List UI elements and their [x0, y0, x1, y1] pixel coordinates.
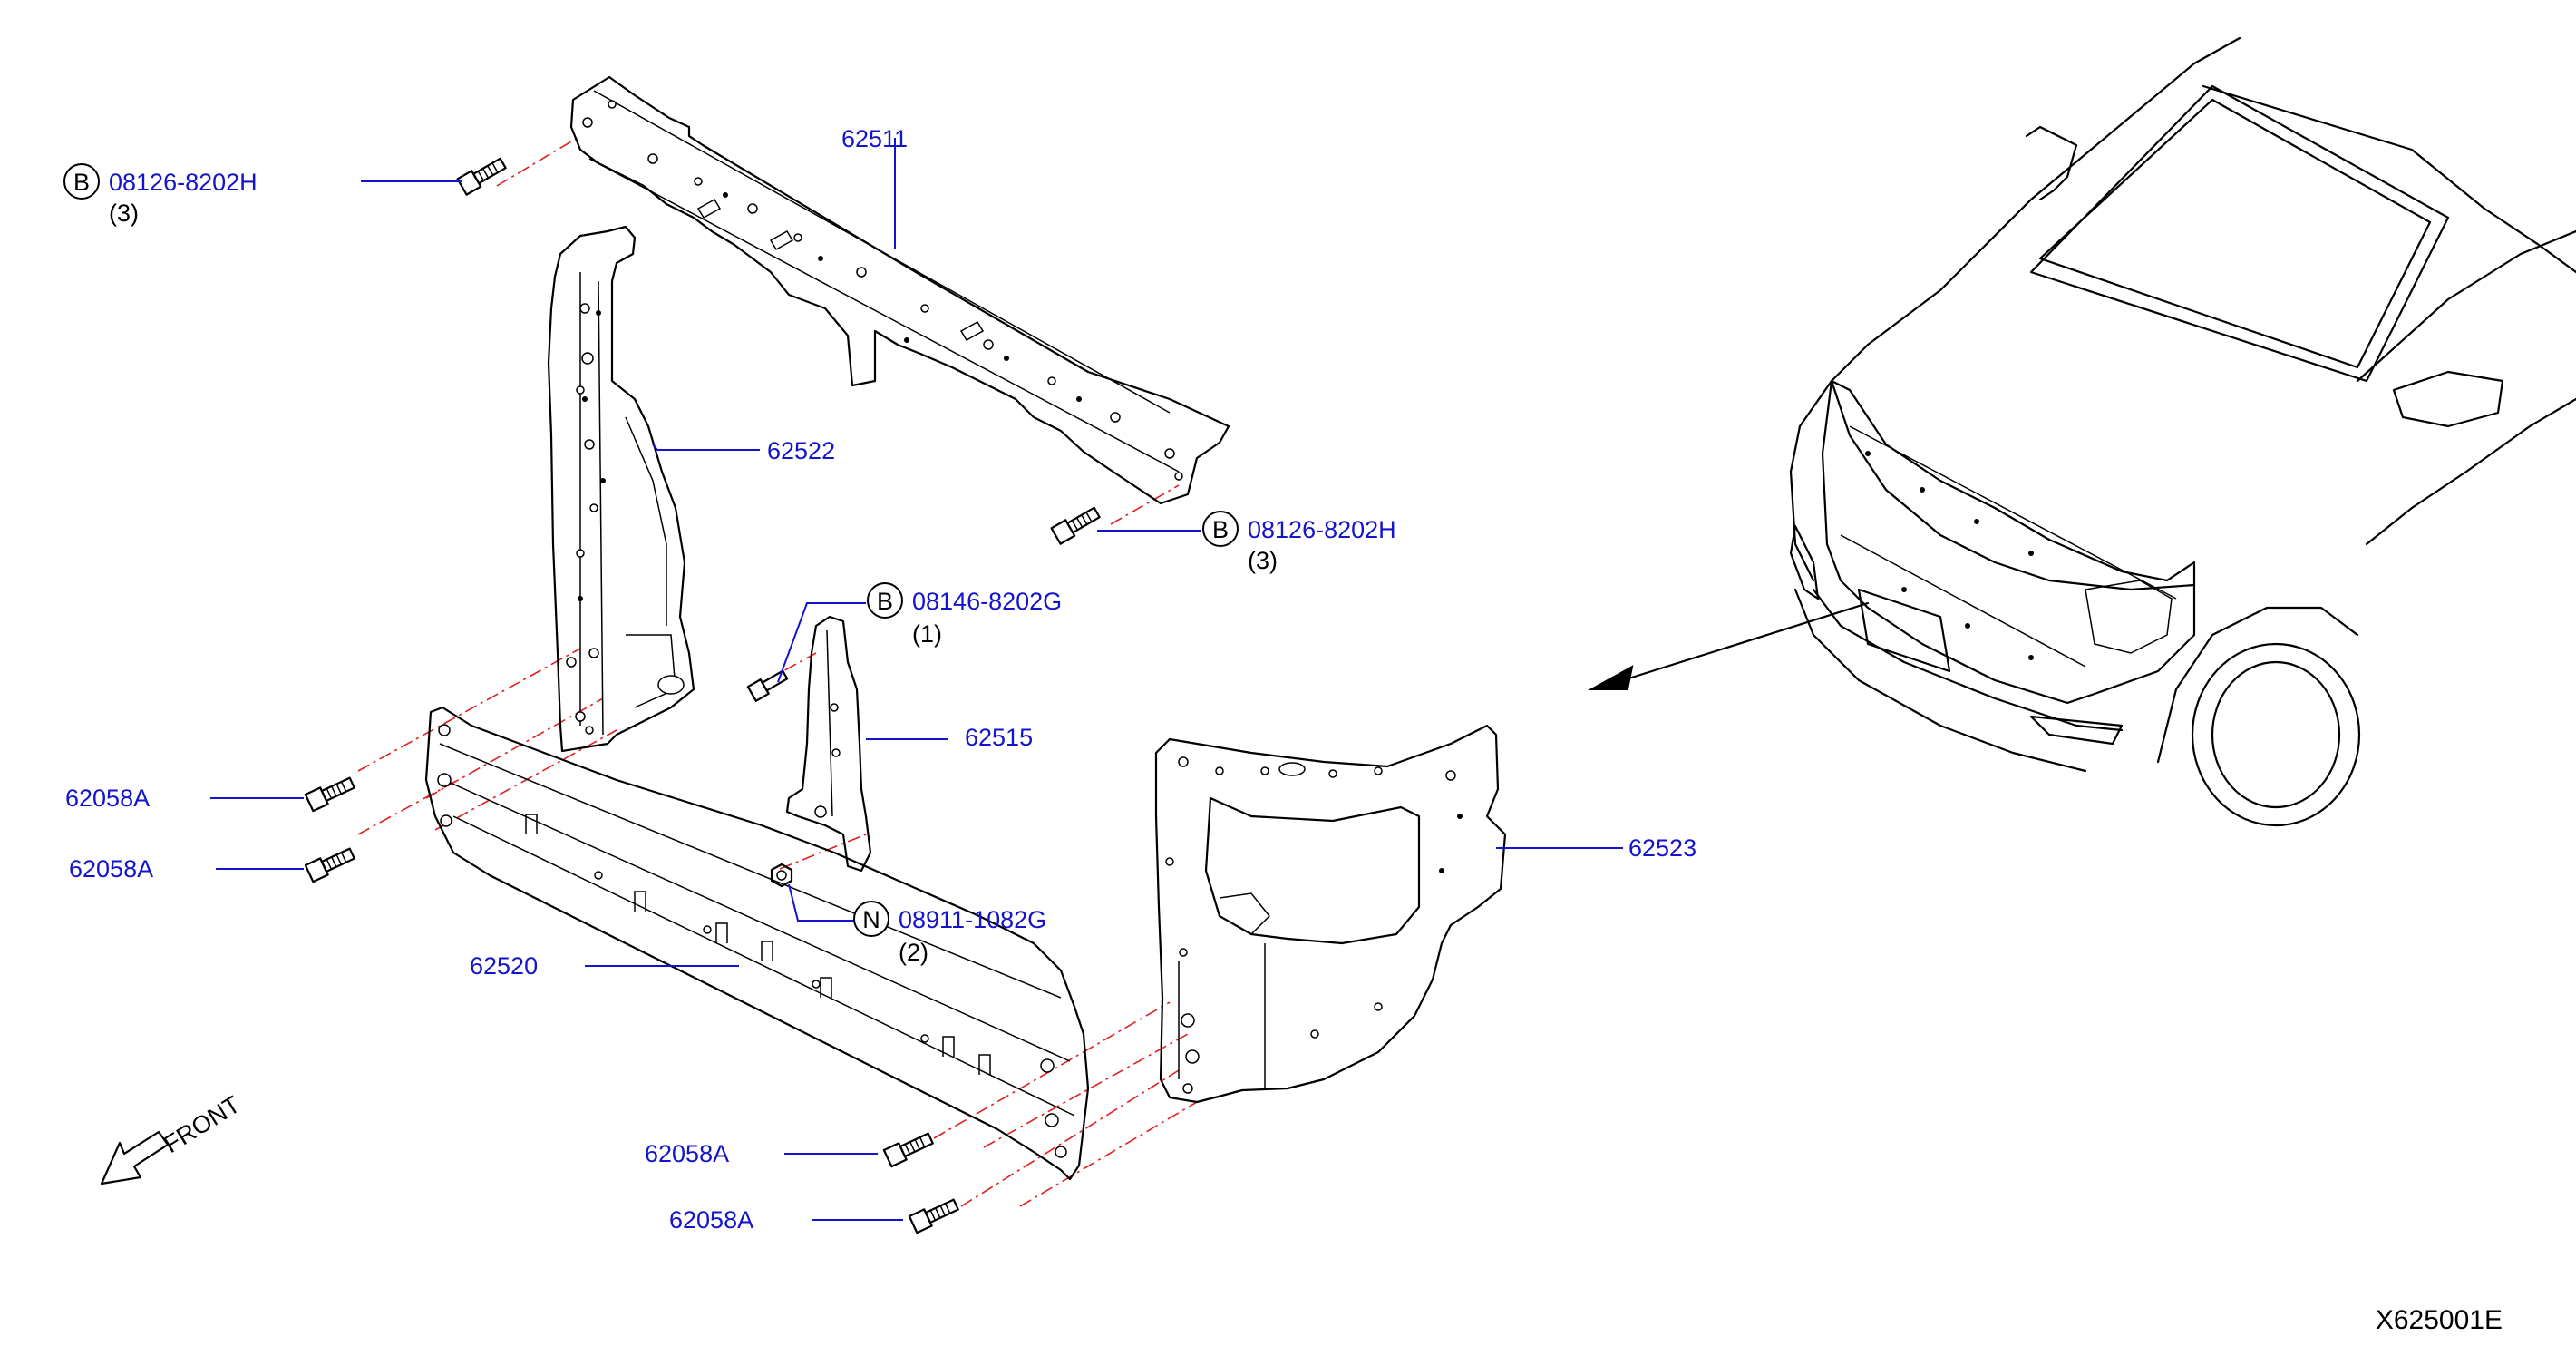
quantity: (2): [899, 939, 928, 966]
part-62511-upper-support[interactable]: [569, 75, 1230, 505]
label-62523[interactable]: 62523: [1628, 834, 1696, 862]
bolt-icon: [304, 847, 355, 883]
bolt-symbol-circle: [1202, 511, 1239, 547]
bolt-icon: [882, 1132, 934, 1168]
part-62522-side-member[interactable]: [547, 225, 695, 753]
bolt-symbol: B: [877, 588, 893, 615]
label-62522[interactable]: 62522: [767, 437, 835, 464]
part-number: 08911-1082G: [899, 906, 1046, 933]
bolt-symbol: B: [1212, 516, 1229, 543]
assembly-centerlines: [357, 135, 1198, 1207]
callout-nut-center[interactable]: N 08911-1082G (2): [853, 901, 1046, 966]
front-indicator: FRONT: [100, 1090, 245, 1185]
label-62058a-1[interactable]: 62058A: [65, 785, 150, 812]
location-pointer-arrow: [1588, 601, 1870, 690]
fasteners: [304, 157, 1101, 1234]
callout-bolt-center[interactable]: B 08146-8202G (1): [867, 582, 1062, 648]
part-number: 08126-8202H: [109, 169, 258, 196]
callout-bolt-top-right[interactable]: B 08126-8202H (3): [1202, 511, 1396, 574]
label-62058a-2[interactable]: 62058A: [69, 855, 153, 883]
leader-lines: [210, 138, 1623, 1221]
quantity: (1): [912, 620, 942, 648]
quantity: (3): [1248, 547, 1278, 574]
bolt-icon: [908, 1198, 959, 1234]
part-62515-center-stay[interactable]: [785, 615, 872, 873]
label-62511[interactable]: 62511: [841, 125, 908, 152]
bolt-symbol: B: [73, 169, 90, 196]
bolt-symbol-circle: [63, 163, 100, 200]
label-62520[interactable]: 62520: [470, 952, 538, 980]
nut-symbol: N: [862, 906, 880, 933]
quantity: (3): [109, 200, 139, 227]
bolt-symbol-circle: [867, 582, 903, 619]
nut-symbol-circle: [853, 901, 889, 937]
bolt-icon: [456, 157, 507, 196]
part-62523-side-member-rh[interactable]: [1154, 724, 1507, 1104]
part-62520-lower-support[interactable]: [424, 706, 1090, 1181]
part-number: 08126-8202H: [1248, 516, 1396, 543]
bolt-icon: [746, 669, 789, 702]
vehicle-locator-illustration: [1789, 36, 2576, 827]
diagram-id: X625001E: [2376, 1305, 2503, 1335]
front-arrow-icon: [100, 1130, 170, 1185]
label-62058a-3[interactable]: 62058A: [645, 1140, 729, 1167]
bolt-icon: [304, 776, 355, 813]
bolt-icon: [1050, 506, 1101, 545]
front-label: FRONT: [159, 1090, 245, 1158]
nut-icon: [770, 863, 793, 888]
label-62515[interactable]: 62515: [965, 724, 1033, 751]
part-number: 08146-8202G: [912, 588, 1062, 615]
callout-bolt-top-left[interactable]: B 08126-8202H (3): [63, 163, 258, 227]
label-62058a-4[interactable]: 62058A: [669, 1206, 753, 1234]
